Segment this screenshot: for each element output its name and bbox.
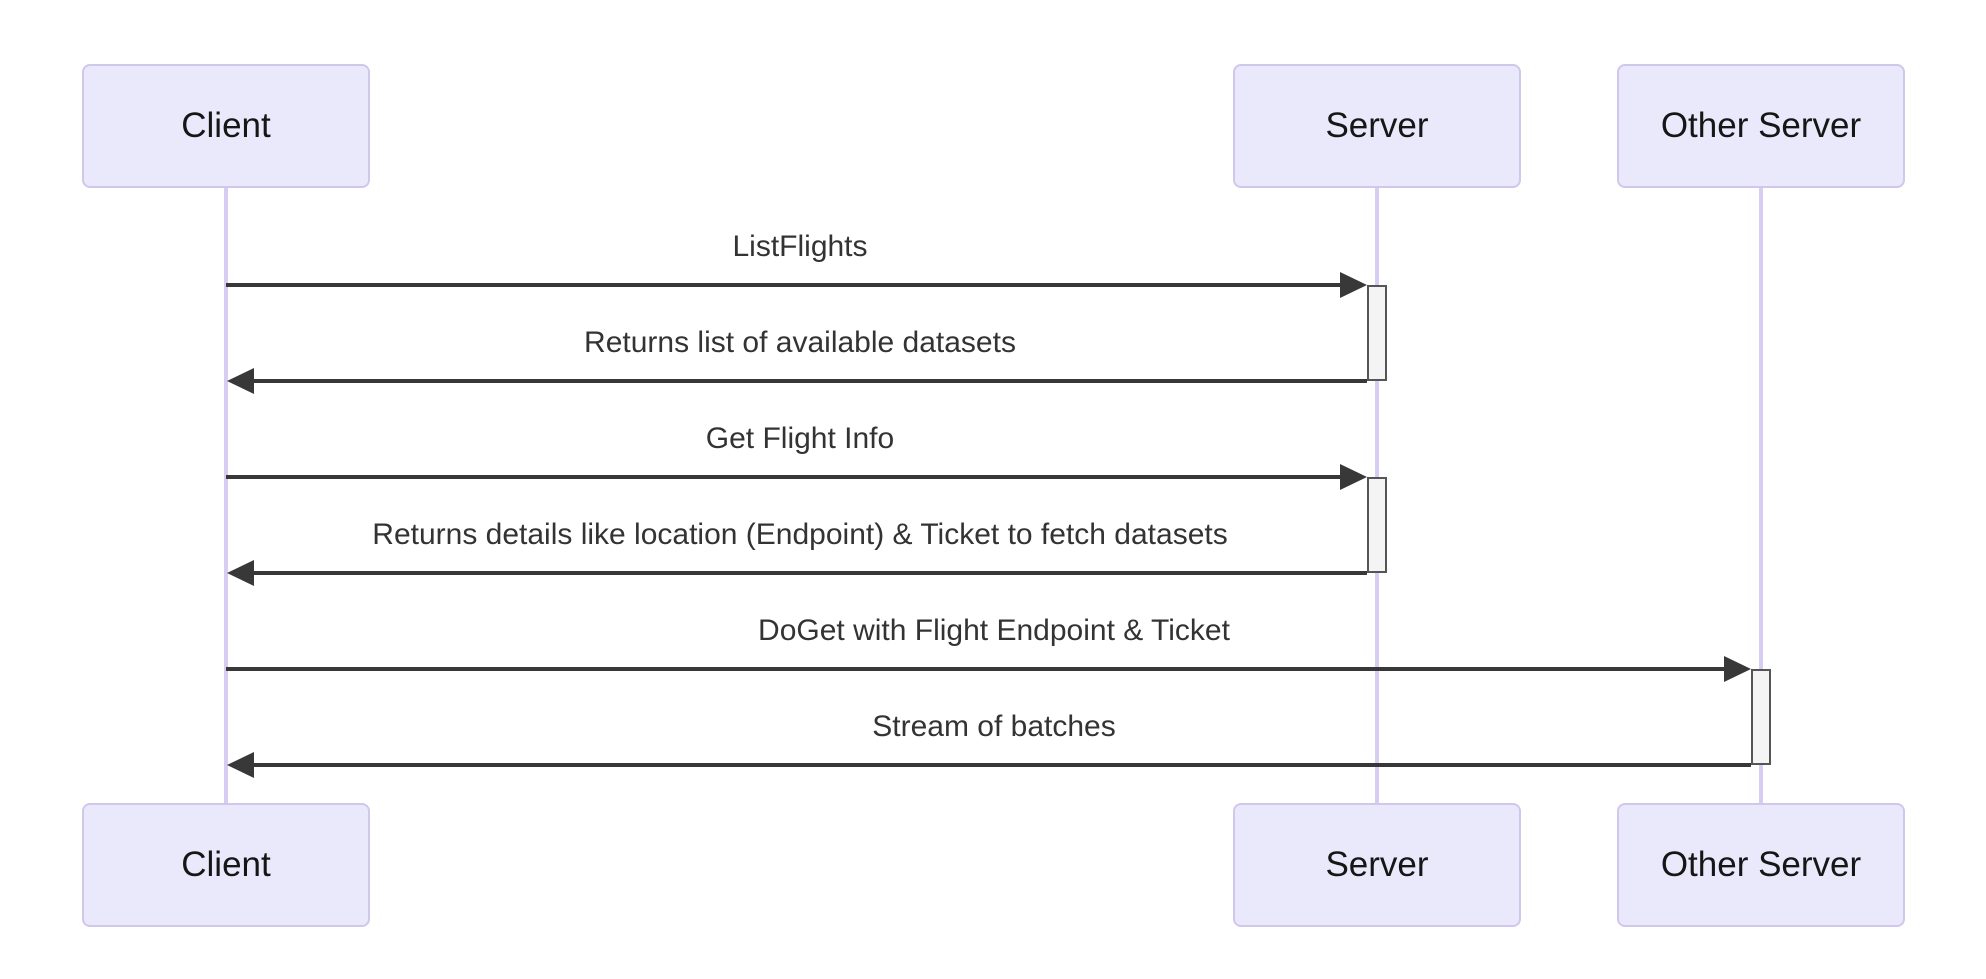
message-line (226, 667, 1729, 671)
actor-label: Other Server (1660, 845, 1862, 884)
arrowhead-right-icon (1724, 656, 1751, 682)
arrowhead-left-icon (227, 560, 254, 586)
actor-other-server-top: Other Server (1617, 64, 1905, 188)
actor-other-server-bottom: Other Server (1617, 803, 1905, 927)
message-label: Stream of batches (872, 710, 1116, 743)
actor-label: Server (1325, 845, 1429, 884)
activation-server-2 (1367, 477, 1387, 573)
message-line (251, 763, 1751, 767)
activation-other-server (1751, 669, 1771, 765)
message-label: ListFlights (732, 230, 868, 263)
arrowhead-right-icon (1340, 464, 1367, 490)
lifeline-other-server (1759, 188, 1763, 803)
actor-label: Server (1325, 106, 1429, 145)
actor-client-top: Client (82, 64, 370, 188)
activation-server-1 (1367, 285, 1387, 381)
message-label: Returns details like location (Endpoint)… (372, 518, 1228, 551)
actor-label: Client (181, 845, 271, 884)
actor-server-top: Server (1233, 64, 1521, 188)
message-line (226, 475, 1345, 479)
actor-server-bottom: Server (1233, 803, 1521, 927)
message-line (226, 283, 1345, 287)
message-line (251, 571, 1367, 575)
actor-label: Other Server (1660, 106, 1862, 145)
message-label: DoGet with Flight Endpoint & Ticket (758, 614, 1230, 647)
arrowhead-right-icon (1340, 272, 1367, 298)
actor-client-bottom: Client (82, 803, 370, 927)
arrowhead-left-icon (227, 752, 254, 778)
message-label: Returns list of available datasets (584, 326, 1016, 359)
lifeline-client (224, 188, 228, 803)
message-label: Get Flight Info (705, 422, 895, 455)
message-line (251, 379, 1367, 383)
arrowhead-left-icon (227, 368, 254, 394)
actor-label: Client (181, 106, 271, 145)
